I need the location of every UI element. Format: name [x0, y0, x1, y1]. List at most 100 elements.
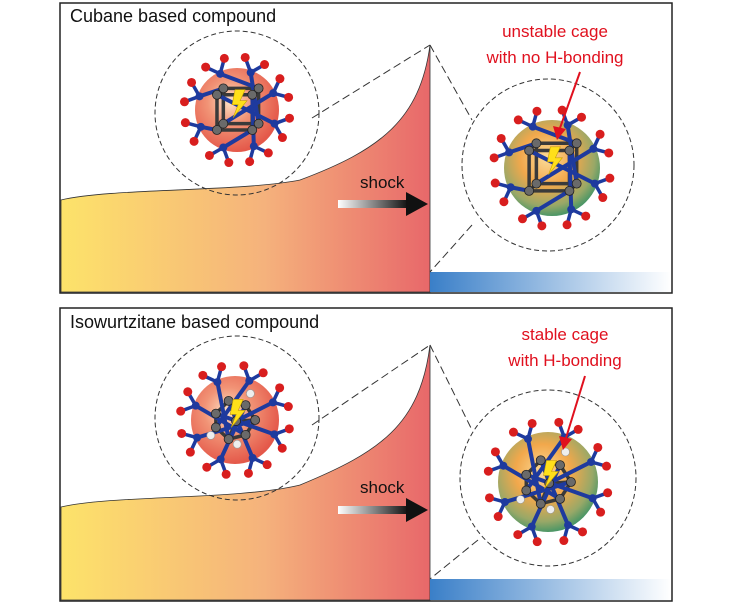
annotation-arrow: [559, 71, 581, 129]
zoom-line: [429, 539, 479, 580]
oxygen-atom: [239, 361, 249, 371]
oxygen-atom: [262, 460, 272, 470]
oxygen-atom: [284, 424, 294, 434]
zoom-line: [429, 224, 473, 273]
shock-arrow-head: [406, 498, 428, 522]
nitrogen-atom: [193, 433, 202, 442]
oxygen-atom: [277, 133, 287, 143]
molecule-after: [489, 105, 615, 231]
oxygen-atom: [202, 462, 212, 472]
carbon-atom: [571, 138, 582, 149]
oxygen-atom: [577, 112, 587, 122]
nitrogen-atom: [500, 498, 509, 507]
oxygen-atom: [496, 133, 506, 143]
oxygen-atom: [240, 52, 250, 62]
carbon-atom: [555, 460, 565, 470]
oxygen-atom: [489, 153, 499, 163]
carbon-atom: [564, 185, 575, 196]
oxygen-atom: [493, 512, 503, 522]
nitro-bond: [222, 128, 254, 150]
oxygen-atom: [598, 193, 608, 203]
carbon-atom: [223, 395, 234, 406]
oxygen-atom: [219, 53, 229, 63]
shock-arrow-head: [406, 192, 428, 216]
nitrogen-atom: [246, 68, 255, 77]
oxygen-atom: [179, 97, 189, 107]
lightning-bolt-icon: [543, 460, 560, 489]
nitro-bond: [567, 150, 574, 210]
carbon-atom: [253, 83, 264, 94]
oxygen-atom: [483, 466, 493, 476]
carbon-atom: [535, 498, 546, 509]
carbon-atom: [240, 429, 251, 440]
annotation-line2: with no H-bonding: [485, 48, 623, 67]
annotation-arrow: [565, 375, 586, 439]
carbon-atom: [566, 477, 576, 487]
carbon-atom: [250, 415, 261, 425]
nitrogen-atom: [216, 455, 225, 464]
nitrogen-atom: [563, 121, 572, 130]
oxygen-atom: [490, 447, 500, 457]
nitro-bond: [526, 438, 543, 505]
panel-cubane: shock unstable cage with no H-bonding Cu…: [59, 2, 673, 294]
zoom-circle-before: [154, 30, 320, 196]
panel-title: Isowurtzitane based compound: [70, 312, 319, 332]
nitrogen-atom: [248, 453, 257, 462]
shock-arrow-shaft: [338, 200, 408, 208]
oxygen-atom: [277, 443, 287, 453]
oxygen-atom: [201, 62, 211, 72]
carbon-atom: [210, 422, 221, 433]
nitrogen-atom: [528, 122, 537, 131]
oxygen-atom: [176, 406, 186, 416]
oxygen-atom: [263, 148, 273, 158]
carbon-atom: [210, 408, 221, 419]
nitrogen-atom: [564, 521, 573, 530]
oxygen-atom: [559, 536, 569, 546]
nitrogen-atom: [269, 89, 278, 98]
nitrogen-atom: [499, 461, 508, 470]
shock-wave: [60, 44, 431, 293]
carbon-atom: [521, 469, 532, 480]
oxygen-atom: [578, 527, 588, 537]
zoom-line: [311, 44, 431, 119]
molecule-before: [179, 52, 295, 168]
carbon-atom: [247, 89, 258, 100]
lightning-bolt-icon: [547, 146, 564, 175]
annotation-line2: with H-bonding: [507, 351, 621, 370]
oxygen-atom: [189, 136, 199, 146]
carbon-atom: [571, 178, 582, 189]
nitro-bond: [524, 436, 566, 492]
nitrogen-atom: [532, 206, 541, 215]
carbon-atom: [212, 125, 222, 135]
nitro-bond: [215, 381, 231, 440]
nitrogen-atom: [213, 378, 222, 387]
oxygen-atom: [245, 157, 255, 167]
oxygen-atom: [532, 106, 542, 116]
carbon-atom: [247, 125, 258, 135]
carbon-atom: [212, 89, 222, 100]
carbon-atom: [531, 138, 542, 149]
shock-label: shock: [360, 478, 405, 497]
oxygen-atom: [557, 105, 567, 115]
nitro-bond: [222, 91, 275, 126]
nitrogen-atom: [191, 401, 200, 410]
oxygen-atom: [283, 402, 293, 412]
oxygen-atom: [499, 197, 509, 207]
zoom-circle-after: [459, 389, 637, 567]
oxygen-atom: [581, 211, 591, 221]
oxygen-atom: [224, 158, 234, 168]
oxygen-atom: [517, 214, 527, 224]
nitrogen-atom: [268, 398, 277, 407]
nitrogen-atom: [249, 142, 258, 151]
hydrogen-atom: [546, 505, 555, 514]
shock-wave: [60, 344, 431, 601]
oxygen-atom: [508, 427, 518, 437]
oxygen-atom: [484, 493, 494, 503]
carbon-atom: [521, 485, 532, 496]
oxygen-atom: [527, 418, 537, 428]
nitrogen-atom: [219, 143, 228, 152]
oxygen-atom: [217, 362, 227, 372]
oxygen-atom: [604, 148, 614, 158]
oxygen-atom: [532, 537, 542, 547]
lightning-bolt-icon: [231, 89, 248, 118]
